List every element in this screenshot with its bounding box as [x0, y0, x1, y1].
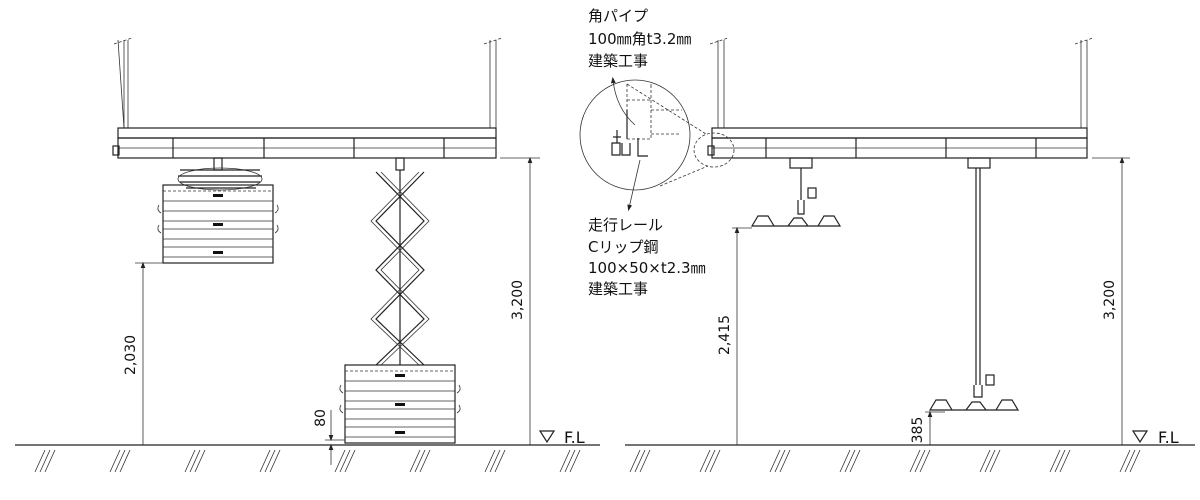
dimension-2030: 2,030: [123, 261, 163, 445]
floor-label: F.L: [1158, 428, 1179, 447]
dim-label-2415: 2,415: [717, 315, 733, 355]
callout-rail-line: 走行レール: [588, 216, 663, 234]
speaker-lift-retracted: [157, 157, 279, 264]
callout-rail-line: 建築工事: [588, 280, 648, 298]
callout-pipe-line: 建築工事: [588, 52, 648, 70]
dimension-2415: 2,415: [717, 226, 752, 445]
floor-label: F.L: [564, 428, 585, 447]
ceiling-beam: [112, 37, 503, 159]
dimension-385: 385: [910, 410, 945, 445]
dim-label-385: 385: [910, 417, 926, 444]
detail-callout: [579, 76, 735, 212]
dim-label-3200: 3,200: [510, 280, 526, 320]
speaker-lift-extended: [339, 157, 461, 444]
callout-rail-line: Cリップ鋼: [588, 238, 658, 256]
dimension-3200-left: 3,200: [500, 156, 540, 445]
dim-label-80: 80: [313, 409, 329, 427]
callout-rail: 走行レール Cリップ鋼 100×50×t2.3㎜ 建築工事: [588, 216, 706, 298]
callout-pipe-line: 100㎜角t3.2㎜: [588, 30, 691, 48]
floor-level-right: F.L: [625, 428, 1195, 473]
ceiling-beam: [707, 37, 1094, 159]
right-view: 2,415 385 3,200 F.L: [579, 7, 1195, 473]
hoist-retracted: [751, 157, 841, 227]
dimension-3200-right: 3,200: [1092, 156, 1130, 445]
left-view: 2,030 80 3,200 F.L: [15, 37, 600, 473]
dim-label-3200: 3,200: [1102, 280, 1118, 320]
floor-level-left: F.L: [15, 428, 600, 473]
dim-label-2030: 2,030: [123, 335, 139, 375]
callout-rail-line: 100×50×t2.3㎜: [588, 259, 706, 277]
dimension-80: 80: [313, 409, 345, 465]
hoist-lowered: [929, 157, 1019, 411]
callout-pipe-line: 角パイプ: [588, 7, 648, 25]
callout-pipe: 角パイプ 100㎜角t3.2㎜ 建築工事: [588, 7, 691, 70]
